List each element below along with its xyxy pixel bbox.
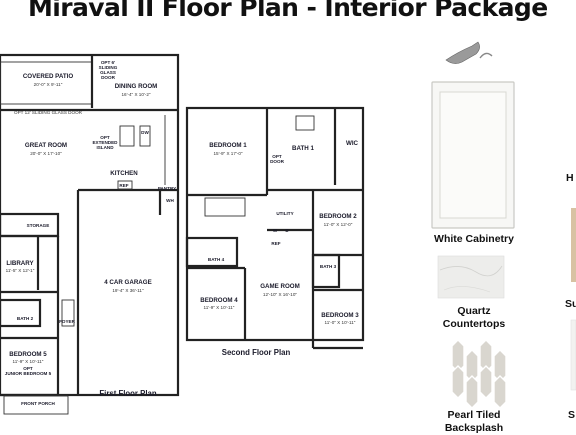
partial-label-3: S — [568, 409, 576, 421]
garage-dims: 19'-4" X 36'-11" — [112, 288, 144, 293]
bedroom3-label: BEDROOM 3 — [321, 312, 359, 319]
quartz-label: Quartz Countertops — [424, 305, 524, 331]
first-floor-caption: First Floor Plan — [99, 389, 156, 398]
library-label: LIBRARY — [6, 260, 34, 267]
bedroom1-label: BEDROOM 1 — [209, 142, 247, 149]
backsplash-label-line1: Pearl Tiled — [447, 409, 501, 421]
garage-label: 4 CAR GARAGE — [104, 279, 151, 286]
quartz-label-line1: Quartz — [457, 305, 491, 317]
library-dims: 11'-5" X 12'-1" — [6, 268, 35, 273]
great-room-label: GREAT ROOM — [25, 142, 67, 149]
wic-label: WIC — [346, 140, 359, 147]
tub — [295, 115, 315, 131]
white-cabinet-door — [431, 81, 515, 229]
backsplash-label: Pearl Tiled Backsplash — [424, 409, 524, 435]
dryer-label: D — [285, 228, 289, 233]
bath2-label: BATH 2 — [17, 316, 34, 321]
bath3-room — [311, 253, 341, 289]
covered-patio-dims: 20'-0" X 9'-11" — [34, 82, 63, 87]
partial-label-2: Su — [565, 298, 576, 310]
front-porch-area — [3, 395, 69, 415]
game-room-dims: 12'-10" X 16'-10" — [263, 292, 297, 297]
kitchen-island — [119, 125, 135, 147]
quartz-swatch — [437, 255, 505, 299]
bath1-label: BATH 1 — [292, 145, 314, 152]
bedroom5-label: BEDROOM 5 — [9, 351, 47, 358]
bath4-room — [185, 236, 239, 268]
foyer-label: FOYER — [59, 319, 76, 324]
fridge-box — [117, 180, 133, 190]
bedroom2-label: BEDROOM 2 — [319, 213, 357, 220]
dw-label: DW — [141, 130, 149, 135]
bath3-label: BATH 3 — [320, 264, 337, 269]
bath4-label: BATH 4 — [208, 257, 225, 262]
cabinet-pull-icon-2 — [479, 52, 493, 59]
opt-12-sliding-door-label: OPT 12' SLIDING GLASS DOOR — [14, 110, 83, 115]
first-floor-outline — [0, 53, 180, 397]
bedroom5-dims: 11'-9" X 10'-11" — [13, 359, 44, 364]
bedroom2-dims: 11'-0" X 12'-0" — [324, 222, 353, 227]
quartz-label-line2: Countertops — [442, 318, 506, 330]
dishwasher-box — [139, 125, 151, 147]
second-floor-plan — [185, 106, 365, 350]
page-title: Miraval II Floor Plan - Interior Package — [28, 0, 548, 22]
foyer-stair — [61, 299, 75, 327]
bedroom4-dims: 11'-9" X 10'-11" — [204, 305, 235, 310]
game-room-label: GAME ROOM — [260, 283, 300, 290]
bedroom3-dims: 11'-0" X 10'-11" — [325, 320, 356, 325]
wh-label: WH — [166, 198, 174, 203]
second-floor-caption: Second Floor Plan — [222, 348, 291, 357]
cabinet-pull-icon — [445, 41, 480, 64]
covered-patio-label: COVERED PATIO — [23, 73, 73, 80]
stairs — [204, 197, 246, 217]
bath2-room — [0, 298, 42, 328]
storage-label: STORAGE — [27, 223, 50, 228]
kitchen-ref-label: REF — [119, 183, 128, 188]
second-floor-outline — [185, 106, 365, 342]
dining-room-label: DINING ROOM — [115, 83, 158, 90]
partial-label-1: H — [566, 172, 574, 184]
wood-swatch-partial — [571, 208, 576, 282]
second-ref-label: REF — [271, 241, 280, 246]
backsplash-label-line2: Backsplash — [444, 422, 504, 434]
washer-label: W — [273, 228, 278, 233]
pantry-label: PANTRY — [158, 186, 176, 191]
first-floor-plan — [0, 53, 180, 415]
utility-label: UTILITY — [276, 211, 293, 216]
pearl-tile-swatch — [446, 339, 507, 409]
front-porch-label: FRONT PORCH — [21, 401, 55, 406]
bedroom4-label: BEDROOM 4 — [200, 297, 238, 304]
light-swatch-partial — [570, 319, 576, 391]
kitchen-label: KITCHEN — [110, 170, 138, 177]
bedroom1-dims: 15'-9" X 17'-0" — [213, 151, 242, 156]
cabinetry-label: White Cabinetry — [434, 233, 514, 245]
dining-room-dims: 16'-4" X 10'-2" — [121, 92, 150, 97]
great-room-dims: 20'-0" X 17'-10" — [30, 151, 62, 156]
